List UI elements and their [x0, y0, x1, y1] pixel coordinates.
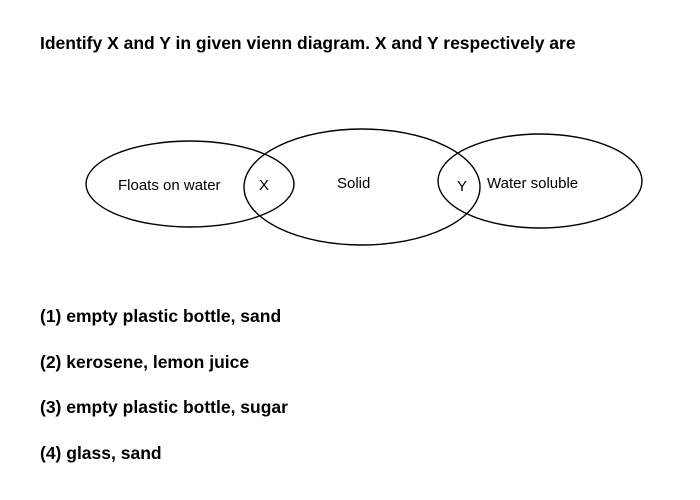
- set-right-label: Water soluble: [487, 175, 578, 192]
- option-3[interactable]: (3) empty plastic bottle, sugar: [40, 397, 288, 417]
- intersection-y-label: Y: [457, 178, 467, 195]
- set-right-ellipse: [437, 133, 643, 229]
- intersection-x-label: X: [259, 177, 269, 194]
- set-left-ellipse: [85, 140, 295, 228]
- set-middle-ellipse: [243, 128, 481, 246]
- option-4[interactable]: (4) glass, sand: [40, 443, 162, 463]
- question-text: Identify X and Y in given vienn diagram.…: [40, 33, 576, 53]
- option-1[interactable]: (1) empty plastic bottle, sand: [40, 306, 282, 326]
- set-left-label: Floats on water: [118, 177, 221, 194]
- option-2[interactable]: (2) kerosene, lemon juice: [40, 352, 250, 372]
- set-middle-label: Solid: [337, 175, 370, 192]
